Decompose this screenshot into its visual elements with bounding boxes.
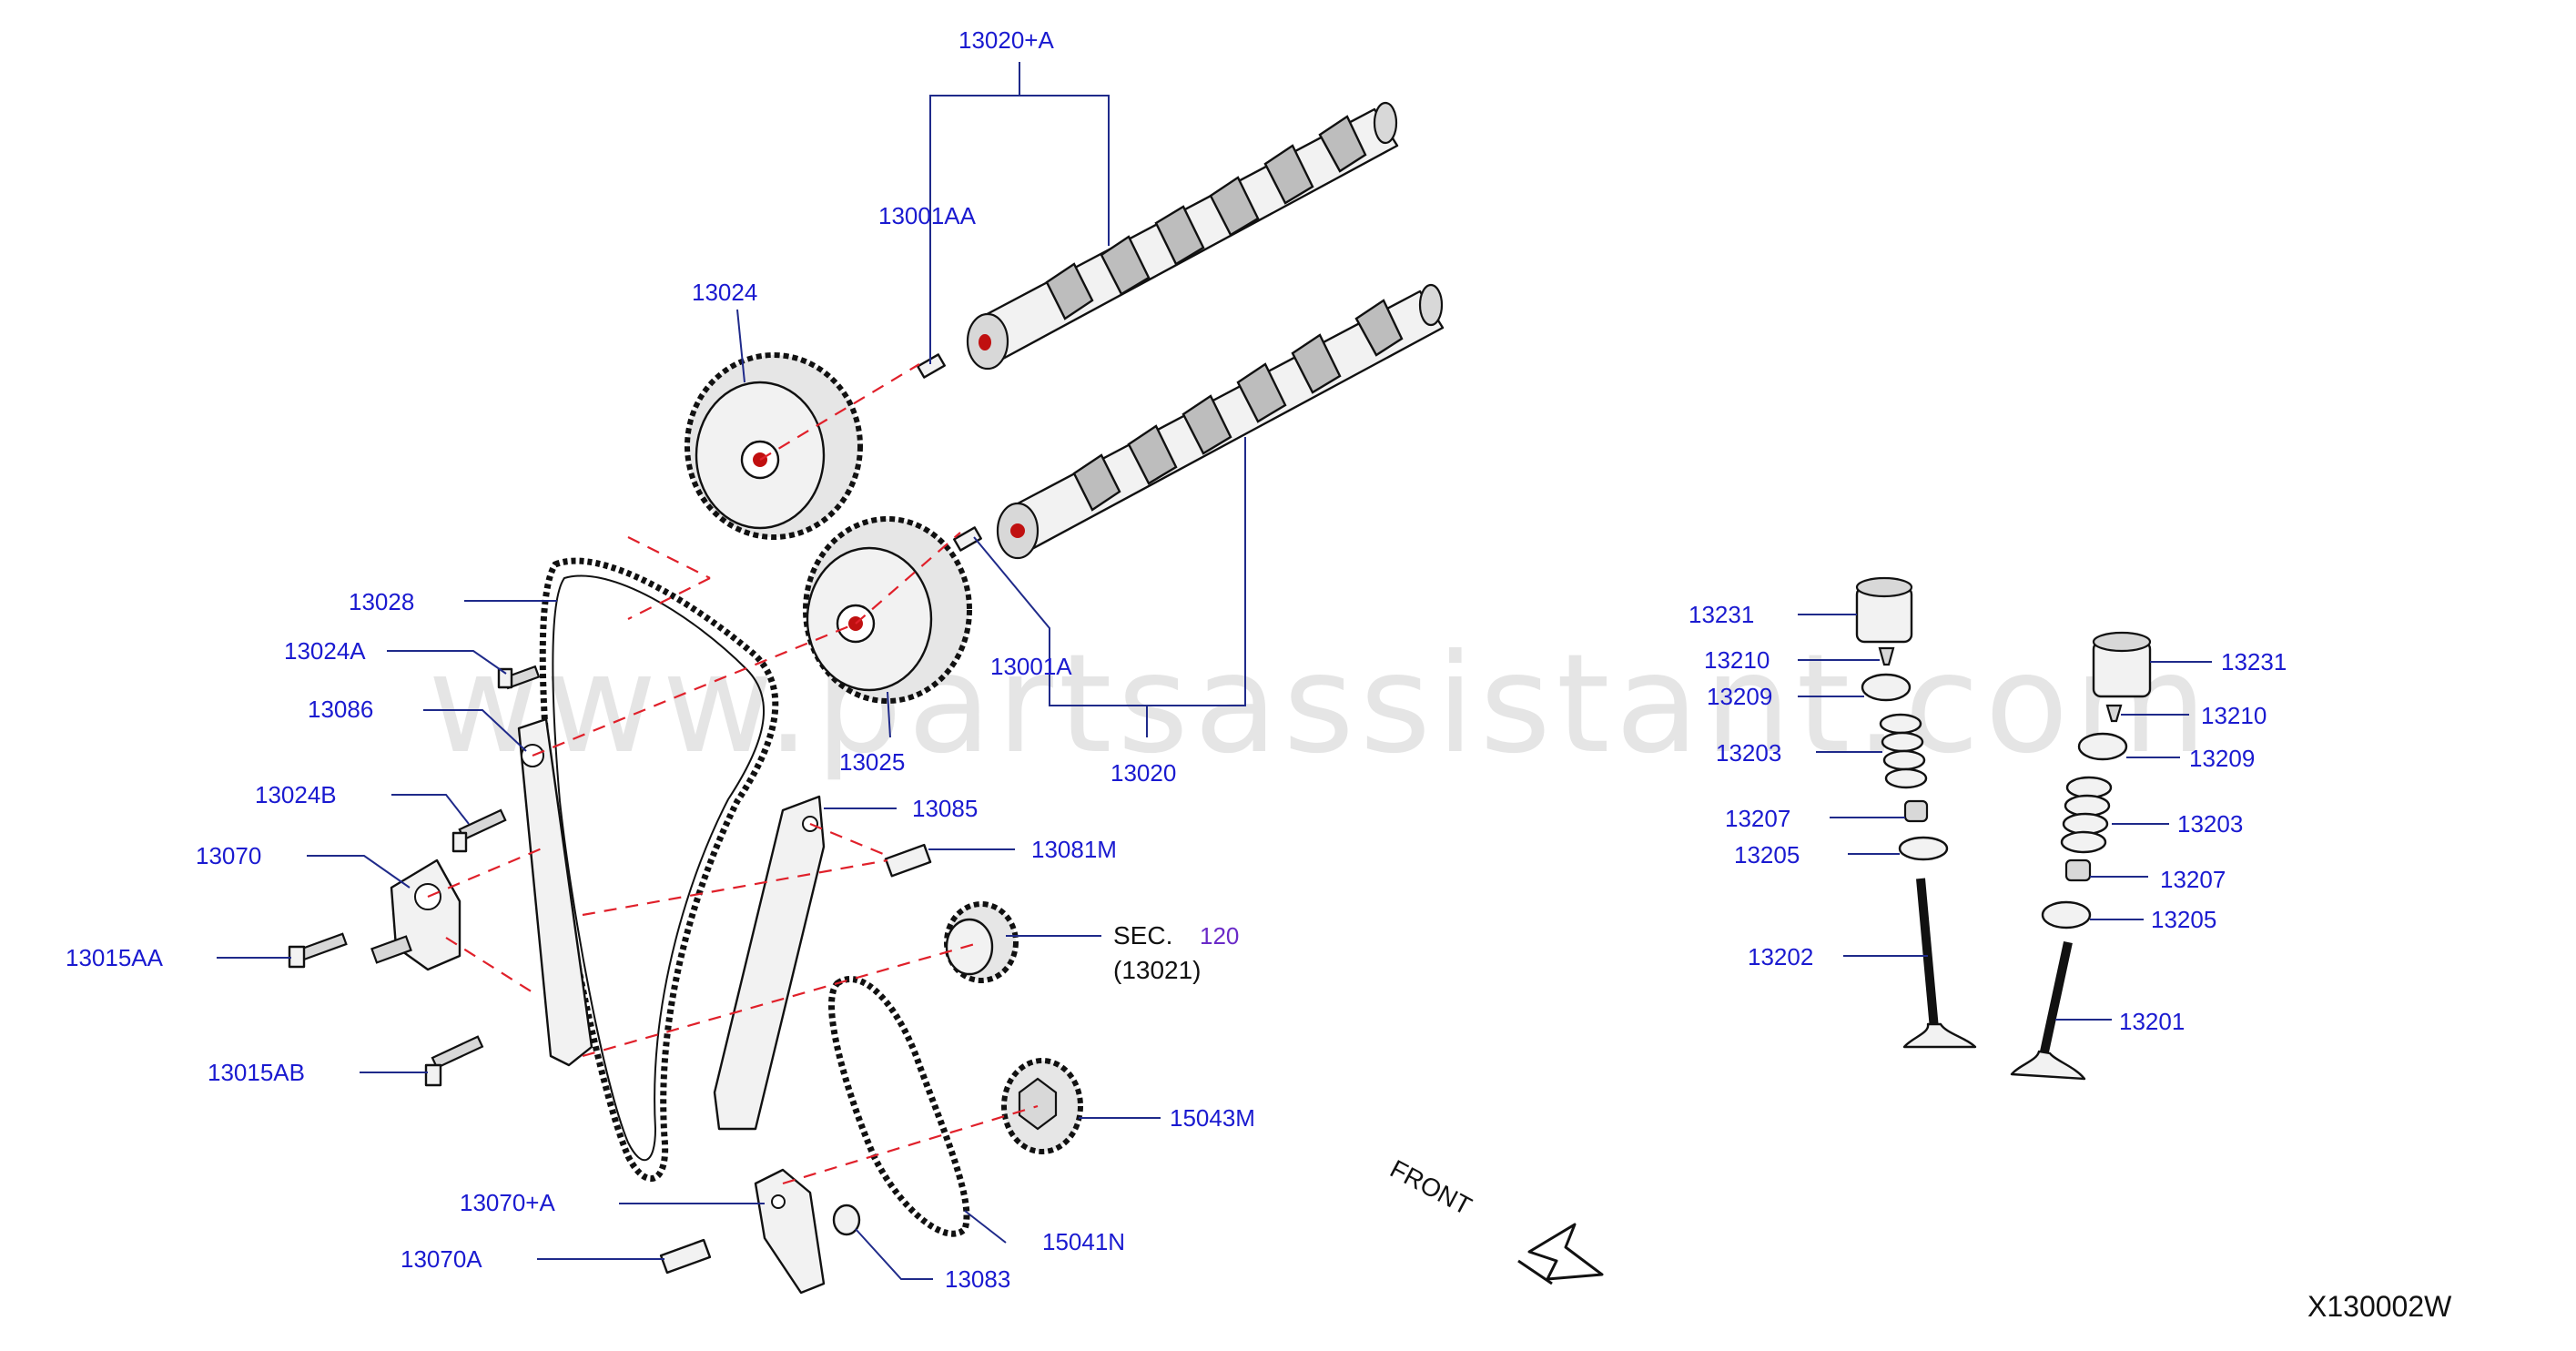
label-13231-left[interactable]: 13231 (1689, 601, 1754, 628)
part-labels: 13020+A 13001AA 13024 13028 13024A 13086… (66, 26, 2287, 1293)
label-13070-plus-a[interactable]: 13070+A (460, 1189, 555, 1216)
label-13001AA[interactable]: 13001AA (878, 202, 977, 229)
dowel-pin-lower[interactable] (953, 526, 982, 552)
label-13020[interactable]: 13020 (1111, 759, 1176, 787)
front-label: FRONT (1385, 1154, 1476, 1221)
spring-retainer-right[interactable] (2077, 732, 2128, 761)
label-13203-right[interactable]: 13203 (2177, 810, 2243, 838)
oil-pump-sprocket[interactable] (1001, 1058, 1083, 1154)
valve-spring-right[interactable] (2060, 776, 2113, 854)
label-13070A[interactable]: 13070A (401, 1245, 482, 1273)
bolt-13024A[interactable] (497, 665, 541, 690)
label-13070[interactable]: 13070 (196, 842, 261, 869)
spring-seat-right[interactable] (2041, 900, 2092, 929)
diagram-code: X130002W (2307, 1290, 2452, 1323)
bolt-13024B[interactable] (451, 808, 507, 853)
exhaust-camshaft[interactable] (966, 101, 1399, 371)
valve-collet-right[interactable] (2105, 704, 2123, 723)
exhaust-cam-sprocket[interactable] (685, 352, 863, 540)
label-13201[interactable]: 13201 (2119, 1008, 2185, 1035)
label-13210-right[interactable]: 13210 (2201, 702, 2267, 729)
valve-collet-left[interactable] (1878, 646, 1895, 666)
label-13020-plus-a[interactable]: 13020+A (958, 26, 1054, 54)
label-13083[interactable]: 13083 (945, 1265, 1010, 1293)
label-sec-sub: (13021) (1113, 956, 1202, 984)
label-13085[interactable]: 13085 (912, 795, 978, 822)
dowel-pin-upper[interactable] (917, 353, 946, 379)
label-13015AB[interactable]: 13015AB (208, 1059, 305, 1086)
label-13025[interactable]: 13025 (839, 748, 905, 776)
oil-pump-chain-tensioner[interactable] (754, 1168, 826, 1295)
label-sec-prefix: SEC. (1113, 921, 1172, 950)
bolt-13015AB[interactable] (424, 1035, 484, 1087)
valve-spring-left[interactable] (1879, 713, 1928, 789)
label-13210-left[interactable]: 13210 (1704, 646, 1770, 674)
exhaust-valve[interactable] (1902, 878, 1977, 1049)
label-13209-right[interactable]: 13209 (2189, 745, 2255, 772)
crankshaft-sprocket[interactable] (944, 901, 1019, 983)
bushing-13083[interactable] (832, 1204, 861, 1236)
valve-seal-left[interactable] (1903, 799, 1929, 823)
spring-retainer-left[interactable] (1861, 673, 1912, 702)
label-13024A[interactable]: 13024A (284, 637, 366, 665)
leader-lines (217, 62, 2212, 1280)
watermark: www.partsassistant.com (428, 625, 2212, 784)
label-15043M[interactable]: 15043M (1170, 1104, 1255, 1132)
label-13202[interactable]: 13202 (1748, 943, 1813, 970)
label-13209-left[interactable]: 13209 (1707, 683, 1772, 710)
chain-guide-left[interactable] (517, 717, 593, 1067)
label-15041N[interactable]: 15041N (1042, 1228, 1125, 1255)
label-13086[interactable]: 13086 (308, 696, 373, 723)
valve-seal-right[interactable] (2064, 858, 2092, 882)
label-sec-number[interactable]: 120 (1200, 922, 1239, 950)
label-13024[interactable]: 13024 (692, 279, 757, 306)
label-13231-right[interactable]: 13231 (2221, 648, 2287, 676)
front-indicator: FRONT (1385, 1154, 1604, 1285)
valve-lifter-right[interactable] (2092, 631, 2152, 698)
valve-lifter-left[interactable] (1855, 576, 1913, 644)
label-13024B[interactable]: 13024B (255, 781, 337, 808)
label-13203-left[interactable]: 13203 (1716, 739, 1781, 767)
label-13001A[interactable]: 13001A (990, 653, 1072, 680)
label-13205-right[interactable]: 13205 (2151, 906, 2216, 933)
guide-pin-13081M[interactable] (884, 843, 932, 878)
label-13015AA[interactable]: 13015AA (66, 944, 164, 971)
bolt-13015AA[interactable] (288, 932, 348, 969)
spring-pin-13070A[interactable] (659, 1238, 712, 1275)
centerlines (427, 363, 1039, 1185)
chain-tensioner[interactable] (370, 858, 461, 971)
label-13207-right[interactable]: 13207 (2160, 866, 2226, 893)
intake-camshaft[interactable] (996, 283, 1445, 560)
label-13081M[interactable]: 13081M (1031, 836, 1117, 863)
intake-cam-sprocket[interactable] (803, 516, 972, 704)
label-13028[interactable]: 13028 (349, 588, 414, 615)
front-direction-arrow-icon (1517, 1223, 1604, 1285)
label-13205-left[interactable]: 13205 (1734, 841, 1800, 868)
oil-pump-chain[interactable] (828, 976, 970, 1237)
tension-guide-right[interactable] (713, 795, 826, 1131)
spring-seat-left[interactable] (1898, 836, 1949, 861)
intake-valve[interactable] (2010, 940, 2086, 1081)
label-13207-left[interactable]: 13207 (1725, 805, 1790, 832)
